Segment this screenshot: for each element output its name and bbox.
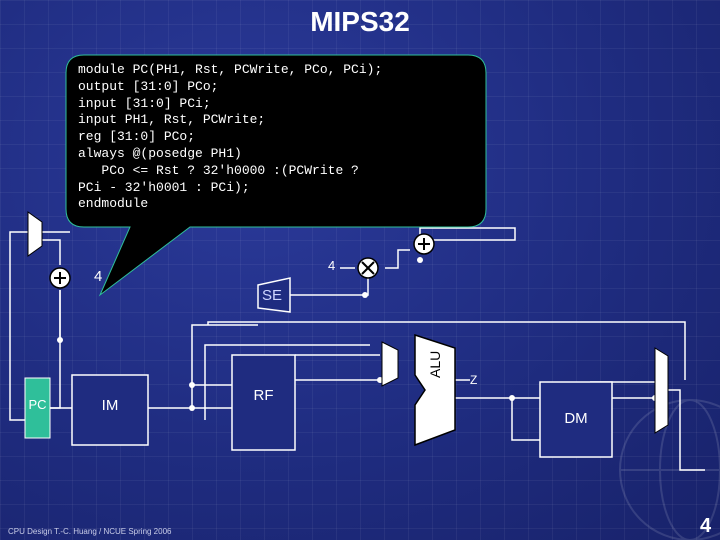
slide-title: MIPS32 xyxy=(310,6,410,37)
verilog-callout xyxy=(65,54,487,297)
code-line: PCi - 32'h0001 : PCi); xyxy=(78,179,250,195)
code-line: input PH1, Rst, PCWrite; xyxy=(78,112,266,128)
code-line: output [31:0] PCo; xyxy=(78,78,219,94)
zero-flag-label: Z xyxy=(470,373,478,387)
writeback-mux xyxy=(654,347,669,434)
code-line: reg [31:0] PCo; xyxy=(78,129,196,145)
verilog-code: module PC(PH1, Rst, PCWrite, PCo, PCi); … xyxy=(78,62,382,213)
pc-label: PC xyxy=(28,397,47,412)
se-block xyxy=(257,277,291,313)
alu-source-mux xyxy=(381,341,399,387)
se-label: SE xyxy=(261,287,282,304)
im-block xyxy=(71,374,149,446)
code-line: PCo <= Rst ? 32'h0000 :(PCWrite ? xyxy=(78,162,359,178)
constant-four-left: 4 xyxy=(94,268,103,285)
dm-block xyxy=(539,381,613,458)
code-line: always @(posedge PH1) xyxy=(78,145,242,161)
page-number: 4 xyxy=(700,515,712,537)
code-line: module PC(PH1, Rst, PCWrite, PCo, PCi); xyxy=(78,62,383,77)
code-line: input [31:0] PCi; xyxy=(78,95,211,111)
dm-label: DM xyxy=(564,410,588,427)
pc-source-mux xyxy=(27,211,43,257)
footer-text: CPU Design T.-C. Huang / NCUE Spring 200… xyxy=(8,527,172,536)
pc-block xyxy=(24,377,51,439)
alu-label: ALU xyxy=(427,350,443,378)
code-line: endmodule xyxy=(78,196,149,212)
rf-block xyxy=(231,354,296,451)
im-label: IM xyxy=(101,397,119,414)
constant-four-right: 4 xyxy=(328,258,336,273)
rf-label: RF xyxy=(253,387,274,404)
alu-block xyxy=(414,333,456,447)
